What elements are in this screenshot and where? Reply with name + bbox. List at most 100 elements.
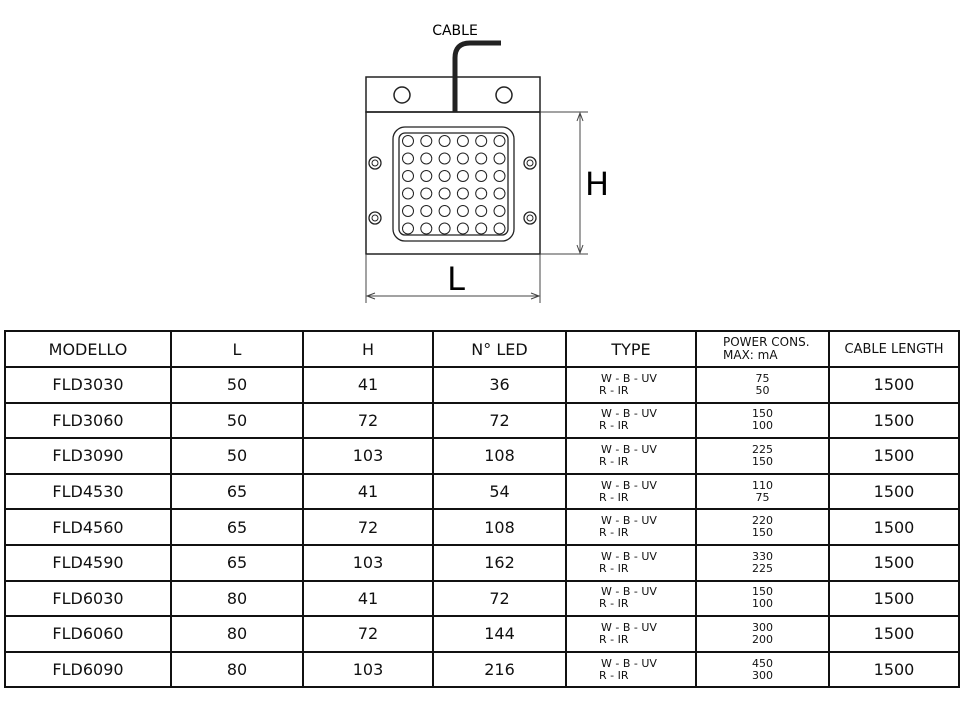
- header-l: L: [170, 330, 304, 368]
- cell-led: 144: [432, 615, 567, 653]
- cell-cable: 1500: [828, 472, 960, 511]
- power-line2: 100: [752, 597, 773, 611]
- l-dimension: [365, 254, 541, 303]
- cable-label: CABLE: [432, 23, 478, 39]
- cell-led: 72: [432, 579, 567, 618]
- type-line1: W - B - UV: [601, 371, 657, 385]
- led-icon: [402, 152, 414, 165]
- cell-model: FLD6060: [4, 615, 172, 653]
- header-power-line1: POWER CONS.: [723, 335, 810, 349]
- type-line2: R - IR: [599, 490, 629, 504]
- cell-h: 41: [302, 472, 434, 511]
- cell-l: 50: [170, 401, 304, 440]
- product-drawing: CABLE H L: [365, 23, 609, 303]
- screw-icon: [368, 211, 382, 225]
- led-icon: [438, 222, 451, 235]
- led-icon: [475, 135, 488, 147]
- header-h: H: [302, 330, 434, 368]
- power-line1: 330: [752, 549, 773, 563]
- type-line1: W - B - UV: [601, 514, 657, 528]
- cell-led: 162: [432, 543, 567, 582]
- led-icon: [475, 187, 488, 200]
- led-grid: [402, 135, 506, 235]
- led-icon: [420, 152, 433, 165]
- cell-model: FLD4590: [4, 543, 172, 582]
- led-icon: [420, 170, 433, 182]
- type-line1: W - B - UV: [601, 442, 657, 456]
- screw-icon: [523, 156, 537, 170]
- led-icon: [456, 135, 469, 147]
- header-power: POWER CONS.MAX: mA: [695, 330, 830, 368]
- type-line1: W - B - UV: [601, 585, 657, 599]
- cell-model: FLD4530: [4, 472, 172, 511]
- header-model: MODELLO: [4, 330, 172, 368]
- power-line2: 225: [752, 561, 773, 575]
- led-icon: [456, 152, 469, 165]
- led-icon: [438, 170, 451, 182]
- cell-cable: 1500: [828, 650, 960, 689]
- cell-l: 50: [170, 366, 304, 404]
- cell-h: 103: [302, 437, 434, 475]
- power-line2: 200: [752, 632, 773, 646]
- led-icon: [438, 152, 451, 165]
- led-icon: [475, 170, 488, 182]
- type-line1: W - B - UV: [601, 407, 657, 421]
- specs-table: MODELLO L H N° LED TYPE POWER CONS.MAX: …: [4, 330, 960, 689]
- cell-cable: 1500: [828, 508, 960, 546]
- cell-h: 72: [302, 508, 434, 546]
- cell-h: 72: [302, 615, 434, 653]
- cell-l: 65: [170, 472, 304, 511]
- power-line1: 225: [752, 442, 773, 456]
- led-icon: [420, 187, 433, 200]
- power-line2: 150: [752, 454, 773, 468]
- led-icon: [493, 205, 506, 217]
- led-icon: [493, 152, 506, 165]
- type-line1: W - B - UV: [601, 620, 657, 634]
- led-icon: [438, 135, 451, 147]
- cell-h: 103: [302, 650, 434, 689]
- cell-cable: 1500: [828, 615, 960, 653]
- cell-led: 54: [432, 472, 567, 511]
- l-dimension-label: L: [447, 260, 465, 298]
- power-line2: 100: [752, 419, 773, 433]
- cell-cable: 1500: [828, 543, 960, 582]
- cell-l: 50: [170, 437, 304, 475]
- led-icon: [438, 187, 451, 200]
- cell-led: 108: [432, 437, 567, 475]
- header-led: N° LED: [432, 330, 567, 368]
- type-line2: R - IR: [599, 526, 629, 540]
- led-icon: [475, 222, 488, 235]
- mount-hole-icon: [495, 86, 513, 104]
- cell-h: 72: [302, 401, 434, 440]
- cell-led: 216: [432, 650, 567, 689]
- mount-hole-icon: [393, 86, 411, 104]
- power-line1: 75: [755, 371, 770, 385]
- cell-model: FLD4560: [4, 508, 172, 546]
- h-dimension: [540, 111, 588, 255]
- power-line2: 300: [752, 668, 773, 682]
- led-icon: [475, 152, 488, 165]
- led-icon: [493, 135, 506, 147]
- h-dimension-label: H: [585, 165, 609, 203]
- cell-l: 80: [170, 615, 304, 653]
- led-icon: [402, 135, 414, 147]
- power-line2: 75: [755, 490, 770, 504]
- power-line2: 150: [752, 526, 773, 540]
- type-line2: R - IR: [599, 419, 629, 433]
- cell-cable: 1500: [828, 437, 960, 475]
- cell-model: FLD6090: [4, 650, 172, 689]
- cell-cable: 1500: [828, 401, 960, 440]
